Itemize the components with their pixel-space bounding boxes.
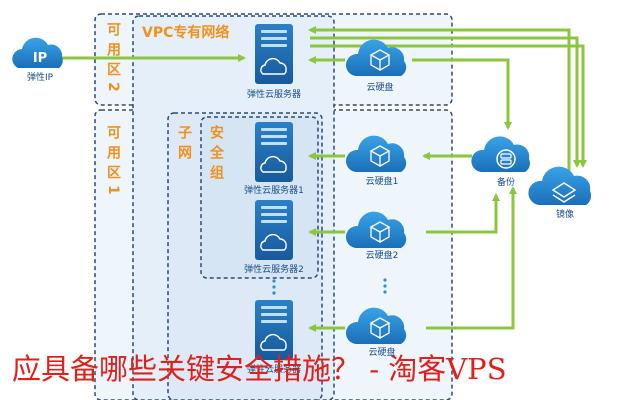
disk-bottom-icon [345, 307, 407, 344]
zone-1-label: 可用区1 [105, 125, 121, 201]
server-bottom-icon [255, 300, 293, 360]
mirror-cloud-icon [528, 166, 592, 205]
arrow-mirror-to-server-a [308, 26, 571, 172]
ellipsis-dots-disks [383, 278, 387, 294]
disk-1-icon [345, 135, 407, 172]
server-1-icon [255, 122, 293, 182]
arrow-mirror-to-server-b [310, 36, 581, 168]
mirror-label: 镜像 [556, 208, 574, 220]
disk-bottom-label: 云硬盘 [368, 346, 395, 358]
server-2-label: 弹性云服务器2 [244, 263, 304, 275]
arrows [62, 26, 587, 332]
server-1-label: 弹性云服务器1 [244, 184, 304, 196]
zone-2-label: 可用区2 [105, 22, 121, 98]
security-group-label: 安全组 [208, 124, 225, 185]
arrow-disk-top-to-backup [412, 58, 512, 130]
elastic-ip-label: 弹性IP [27, 71, 54, 83]
disk-top-icon [345, 39, 407, 76]
disk-2-label: 云硬盘2 [366, 249, 399, 261]
backup-cloud-icon [471, 136, 530, 172]
arrow-disk3-to-backup [426, 186, 517, 330]
disk-2-icon [345, 211, 407, 248]
arrow-disk2-to-backup [426, 193, 500, 234]
disk-top-label: 云硬盘 [366, 81, 393, 93]
vpc-label: VPC专有网络 [142, 24, 229, 41]
disk-1-label: 云硬盘1 [366, 175, 399, 187]
arrow-mirror-to-server-c [310, 44, 587, 168]
ip-text: IP [33, 51, 47, 66]
server-2-icon [255, 200, 293, 260]
server-top-label: 弹性云服务器 [247, 88, 301, 100]
server-top-icon [255, 24, 293, 84]
subnet-label: 子网 [176, 125, 192, 165]
elastic-ip-cloud-icon: IP [12, 37, 63, 68]
backup-label: 备份 [497, 176, 515, 188]
server-bottom-label: 弹性云服务器 [247, 363, 301, 375]
page-caption: 应具备哪些关键安全措施？ - 淘客VPS [12, 352, 507, 386]
ellipsis-dots-servers [272, 279, 276, 295]
